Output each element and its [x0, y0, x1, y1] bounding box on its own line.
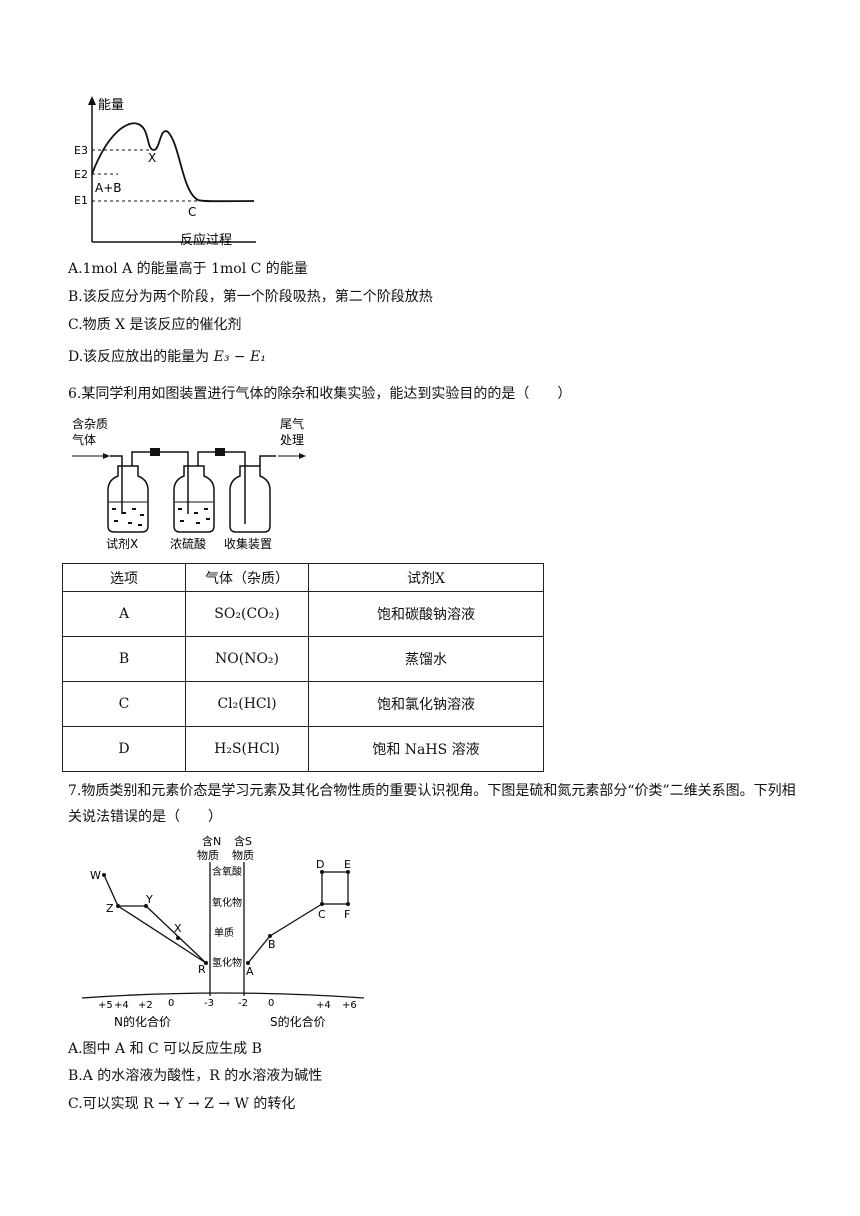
- category-oxyacid: 含氧酸: [212, 865, 242, 878]
- n-tick-plus5: +5: [98, 1000, 113, 1011]
- level-e1-label: E1: [74, 194, 88, 207]
- bottle-3-label: 收集装置: [224, 536, 272, 551]
- point-e-label: E: [344, 858, 351, 871]
- q5-option-d: D.该反应放出的能量为 E₃ − E₁: [68, 346, 266, 366]
- point-r-label: R: [198, 963, 206, 976]
- row-reagent: 蒸馏水: [308, 636, 544, 682]
- s-tick-plus4: +4: [316, 1000, 331, 1011]
- header-option: 选项: [62, 563, 186, 592]
- point-c-label: C: [318, 908, 326, 921]
- n-axis-label: N的化合价: [114, 1014, 171, 1029]
- point-a-label: A: [246, 965, 254, 978]
- table-row: B NO(NO₂) 蒸馏水: [62, 636, 544, 682]
- gas-apparatus-diagram: 含杂质 气体 尾气 处理 试剂X 浓硫酸 收集装置: [72, 416, 306, 551]
- n-tick-plus2: +2: [138, 1000, 153, 1011]
- level-e3-label: E3: [74, 144, 88, 157]
- n-tick-minus3: -3: [204, 998, 214, 1009]
- q5-option-b: B.该反应分为两个阶段，第一个阶段吸热，第二个阶段放热: [68, 289, 433, 305]
- y-axis-label: 能量: [98, 98, 124, 113]
- n-axis-title-1: 含N: [202, 834, 221, 848]
- row-option: D: [62, 726, 186, 772]
- q5-option-d-text: D.该反应放出的能量为: [68, 349, 214, 365]
- row-option: B: [62, 636, 186, 682]
- q7-option-b: B.A 的水溶液为酸性，R 的水溶液为碱性: [68, 1068, 323, 1084]
- valence-class-diagram: 含N 物质 含S 物质 含氧酸 氧化物 单质 氢化物 W Z Y X R A B…: [81, 834, 365, 1029]
- row-gas: SO₂(CO₂): [185, 591, 309, 637]
- point-z-label: Z: [106, 902, 114, 915]
- product-label: C: [188, 205, 196, 219]
- q6-options-table: 选项 气体（杂质） 试剂X A SO₂(CO₂) 饱和碳酸钠溶液 B NO(NO…: [62, 563, 544, 772]
- point-f-label: F: [344, 908, 350, 921]
- table-row: C Cl₂(HCl) 饱和氯化钠溶液: [62, 681, 544, 727]
- energy-diagram: 能量 E3 E2 E1 A+B X C 反应过程: [74, 96, 256, 248]
- x-axis-label: 反应过程: [180, 232, 232, 248]
- inlet-label-2: 气体: [72, 432, 96, 447]
- row-reagent: 饱和氯化钠溶液: [308, 681, 544, 727]
- q7-stem: 7.物质类别和元素价态是学习元素及其化合物性质的重要认识视角。下图是硫和氮元素部…: [68, 783, 796, 825]
- table-header-row: 选项 气体（杂质） 试剂X: [62, 563, 544, 592]
- row-gas: H₂S(HCl): [185, 726, 309, 772]
- q5-option-a: A.1mol A 的能量高于 1mol C 的能量: [68, 261, 308, 277]
- category-oxide: 氧化物: [212, 896, 242, 909]
- header-gas: 气体（杂质）: [185, 563, 309, 592]
- point-d-label: D: [316, 858, 324, 871]
- q7-option-c: C.可以实现 R → Y → Z → W 的转化: [68, 1096, 296, 1112]
- q7-option-a: A.图中 A 和 C 可以反应生成 B: [68, 1041, 262, 1057]
- level-e2-label: E2: [74, 168, 88, 181]
- point-w-label: W: [90, 869, 101, 882]
- bottle-2-label: 浓硫酸: [170, 536, 206, 551]
- table-row: A SO₂(CO₂) 饱和碳酸钠溶液: [62, 591, 544, 637]
- point-x-label: X: [174, 922, 182, 935]
- n-tick-zero: 0: [168, 998, 174, 1009]
- row-gas: Cl₂(HCl): [185, 681, 309, 727]
- point-b-label: B: [268, 938, 276, 951]
- s-axis-title-2: 物质: [232, 848, 254, 862]
- intermediate-label: X: [148, 151, 156, 165]
- row-option: C: [62, 681, 186, 727]
- s-axis-title-1: 含S: [234, 834, 252, 848]
- n-axis-title-2: 物质: [197, 848, 219, 862]
- outlet-label-1: 尾气: [280, 416, 304, 431]
- s-tick-plus6: +6: [342, 1000, 357, 1011]
- q5-option-d-formula: E₃ − E₁: [213, 349, 266, 365]
- table-row: D H₂S(HCl) 饱和 NaHS 溶液: [62, 726, 544, 772]
- reactants-label: A+B: [95, 181, 122, 195]
- s-tick-minus2: -2: [238, 998, 248, 1009]
- q5-option-c: C.物质 X 是该反应的催化剂: [68, 317, 242, 333]
- q6-stem: 6.某同学利用如图装置进行气体的除杂和收集实验，能达到实验目的的是（ ）: [68, 386, 572, 402]
- s-tick-zero: 0: [268, 998, 274, 1009]
- row-reagent: 饱和 NaHS 溶液: [308, 726, 544, 772]
- inlet-label-1: 含杂质: [72, 416, 108, 431]
- category-element: 单质: [214, 927, 234, 939]
- row-gas: NO(NO₂): [185, 636, 309, 682]
- n-tick-plus4: +4: [114, 1000, 129, 1011]
- row-option: A: [62, 591, 186, 637]
- outlet-label-2: 处理: [280, 433, 304, 447]
- header-reagent: 试剂X: [308, 563, 544, 592]
- point-y-label: Y: [145, 893, 153, 906]
- bottle-1-label: 试剂X: [106, 536, 138, 551]
- category-hydride: 氢化物: [212, 956, 242, 969]
- row-reagent: 饱和碳酸钠溶液: [308, 591, 544, 637]
- s-axis-label: S的化合价: [270, 1014, 326, 1029]
